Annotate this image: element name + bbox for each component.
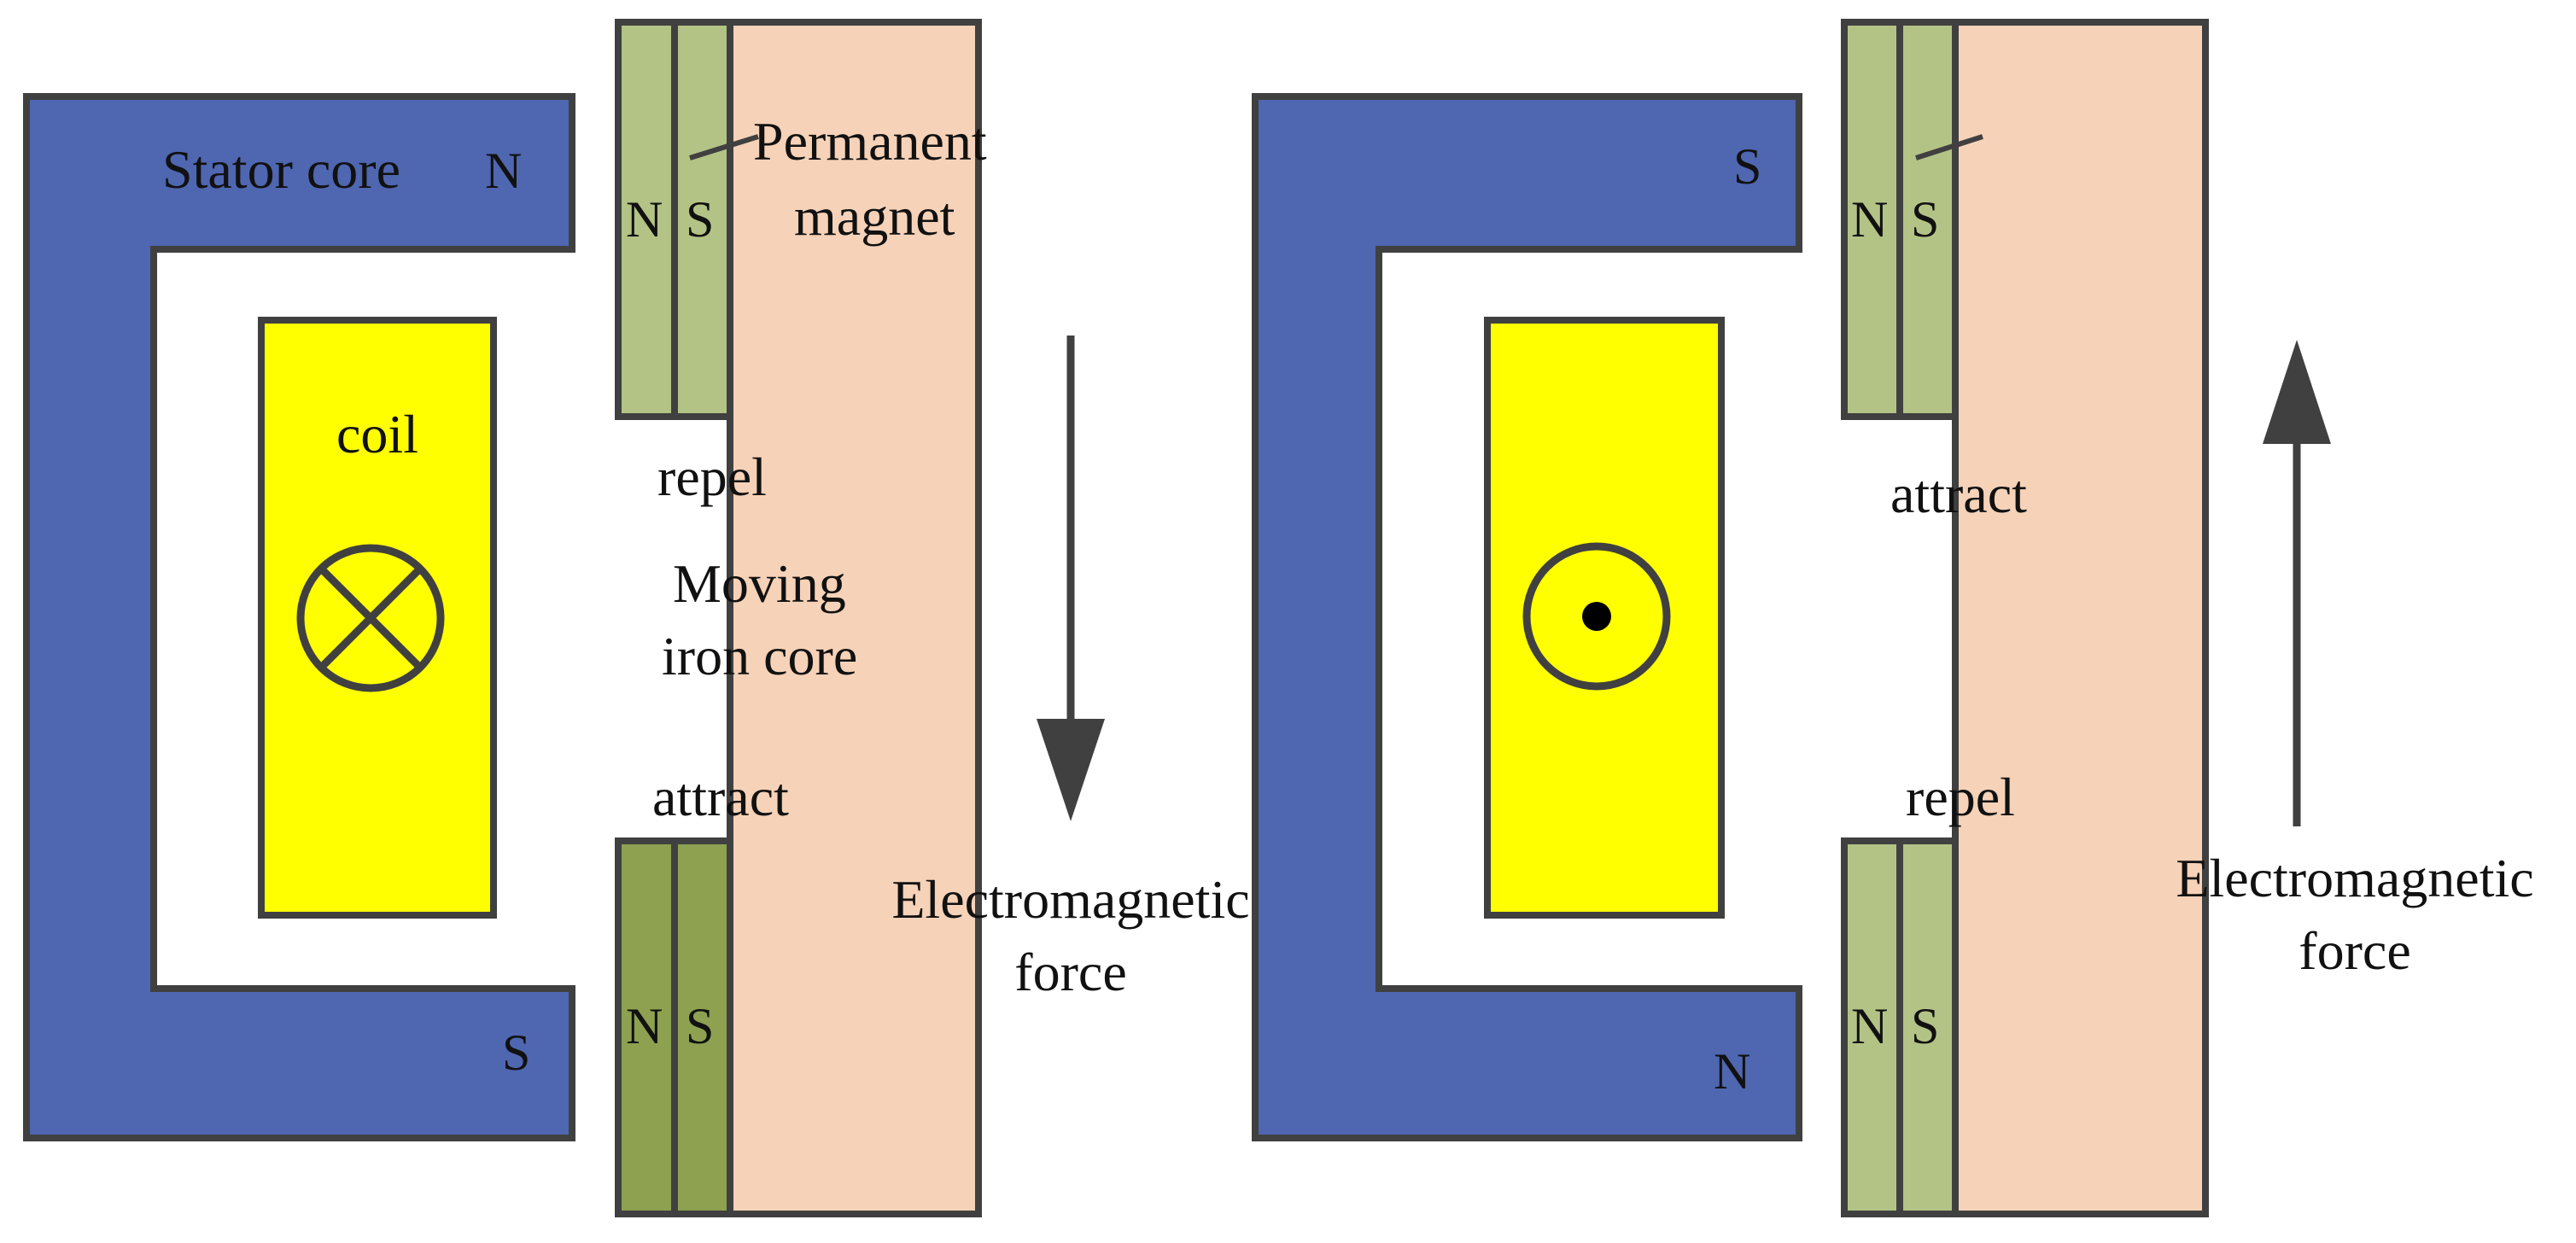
left-magnet-leader-line (689, 134, 759, 160)
current-out-of-page-icon (1522, 542, 1671, 691)
left-magnet-top-s-half (671, 19, 733, 420)
right-magnet-bottom-n-half (1841, 837, 1903, 1217)
right-magnet-bottom-n-label: N (1851, 998, 1888, 1054)
right-magnet-bottom-s-label: S (1911, 998, 1939, 1054)
left-magnet-bottom-s-label: S (686, 998, 714, 1054)
right-lower-interaction-label: repel (1906, 767, 2015, 827)
left-stator-core (23, 93, 575, 1141)
right-assembly: S N N S N S attract repel Electromagneti… (1252, 19, 2534, 1217)
left-lower-interaction-label: attract (652, 767, 789, 827)
permanent-magnet-label-line1: Permanent (753, 111, 987, 172)
left-assembly: Stator core N S Permanent magnet N S N S… (23, 19, 1250, 1217)
coil-label: coil (336, 404, 418, 464)
right-magnet-top-n-label: N (1851, 191, 1888, 248)
left-magnet-bottom-n-label: N (626, 998, 663, 1054)
right-stator-pole-bottom: N (1714, 1043, 1750, 1100)
right-stator-pole-top: S (1733, 138, 1761, 195)
permanent-magnet-label-line2: magnet (794, 186, 955, 247)
right-magnet-top-s-label: S (1911, 191, 1939, 248)
left-force-label-line1: Electromagnetic (891, 869, 1249, 930)
right-stator-core (1252, 93, 1802, 1141)
stator-core-label: Stator core (162, 139, 400, 200)
left-magnet-top-s-label: S (686, 191, 714, 248)
moving-iron-core-label-line2: iron core (662, 626, 857, 686)
left-force-arrow-down (1037, 336, 1105, 821)
right-magnet-top-n-half (1841, 19, 1903, 420)
current-into-page-icon (296, 544, 445, 692)
right-magnet-top-s-half (1896, 19, 1959, 420)
right-force-arrow-up (2263, 340, 2331, 826)
left-magnet-bottom-s-half (671, 837, 733, 1217)
right-force-label-line2: force (2299, 920, 2410, 981)
left-stator-pole-bottom: S (502, 1024, 530, 1081)
left-stator-pole-top: N (485, 143, 522, 199)
right-upper-interaction-label: attract (1890, 464, 2027, 524)
left-upper-interaction-label: repel (657, 446, 767, 507)
moving-iron-core-label-line1: Moving (673, 553, 846, 614)
left-force-label-line2: force (1014, 942, 1126, 1002)
right-magnet-leader-line (1915, 134, 1983, 160)
right-force-label-line1: Electromagnetic (2176, 848, 2533, 908)
right-magnet-bottom-s-half (1896, 837, 1959, 1217)
left-magnet-top-n-label: N (626, 191, 663, 248)
